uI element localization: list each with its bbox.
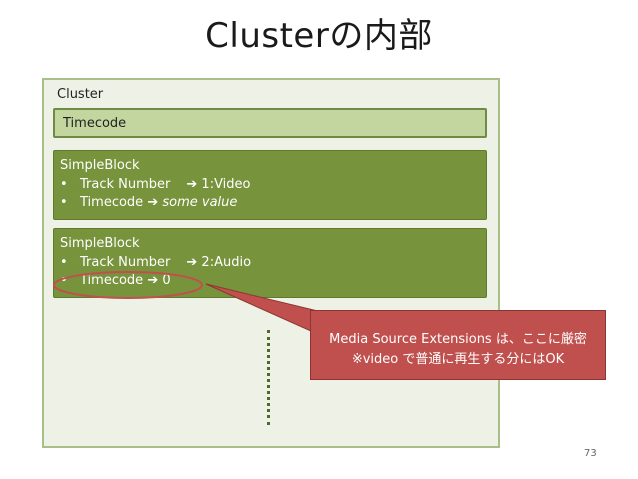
bullet: •: [60, 195, 68, 210]
timecode-bar: Timecode: [53, 108, 487, 138]
bullet: •: [60, 255, 68, 270]
item-name: Timecode: [80, 273, 144, 288]
list-item-timecode: • Timecode ➔ 0: [60, 273, 171, 288]
bullet: •: [60, 273, 68, 288]
page-number: 73: [584, 448, 597, 459]
callout-line-1: Media Source Extensions は、ここに厳密: [329, 332, 587, 347]
list-item-track-number: • Track Number ➔ 2:Audio: [60, 255, 251, 270]
simpleblock-label: SimpleBlock: [60, 158, 140, 173]
arrow-icon: ➔: [147, 195, 159, 210]
item-value: 2:Audio: [201, 255, 252, 270]
item-value: some value: [162, 195, 238, 210]
arrow-icon: ➔: [186, 255, 198, 270]
bullet: •: [60, 177, 68, 192]
item-value: 0: [162, 273, 171, 288]
callout-box: Media Source Extensions は、ここに厳密 ※video で…: [310, 310, 606, 380]
list-item-timecode: • Timecode ➔ some value: [60, 195, 237, 210]
arrow-icon: ➔: [186, 177, 198, 192]
simpleblock-video: SimpleBlock • Track Number ➔ 1:Video • Time…: [53, 150, 487, 220]
slide-title: Clusterの内部: [205, 16, 433, 56]
timecode-bar-label: Timecode: [63, 116, 127, 131]
simpleblock-label: SimpleBlock: [60, 236, 140, 251]
item-name: Timecode: [80, 195, 144, 210]
item-name: Track Number: [80, 177, 171, 192]
highlight-ellipse: [53, 271, 203, 299]
callout-pointer: [205, 283, 323, 337]
simpleblock-audio: SimpleBlock • Track Number ➔ 2:Audio • Time…: [53, 228, 487, 298]
item-value: 1:Video: [201, 177, 251, 192]
cluster-label: Cluster: [57, 87, 104, 102]
arrow-icon: ➔: [147, 273, 159, 288]
item-name: Track Number: [80, 255, 171, 270]
list-item-track-number: • Track Number ➔ 1:Video: [60, 177, 251, 192]
callout-line-2: ※video で普通に再生する分にはOK: [351, 352, 565, 367]
continuation-dots: [267, 330, 270, 425]
